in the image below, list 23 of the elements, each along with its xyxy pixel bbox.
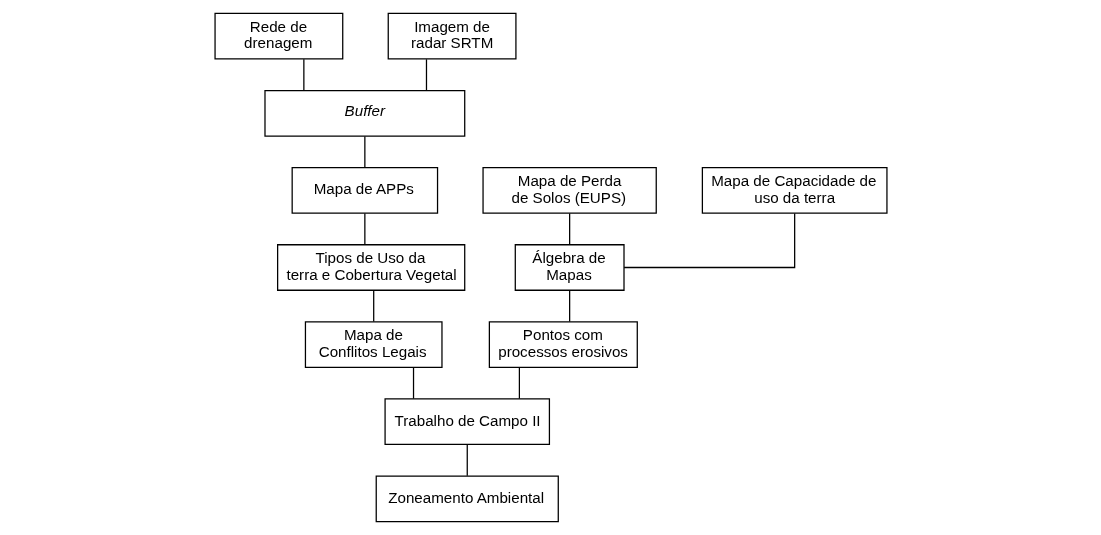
node-box: Mapa de Conflitos Legais [304, 321, 443, 368]
connector [568, 290, 570, 323]
node-box: Rede de drenagem [213, 12, 343, 60]
node-box: Buffer [263, 89, 465, 137]
node-box: Trabalho de Campo II [383, 398, 550, 446]
node-box: Mapa de Capacidade de uso da terra [701, 167, 888, 214]
node-box: Imagem de radar SRTM [387, 12, 517, 60]
connector [302, 58, 304, 91]
node-box: Mapa de Perda de Solos (EUPS) [481, 167, 657, 214]
node-box: Pontos com processos erosivos [488, 321, 638, 368]
connector [372, 290, 374, 323]
connector [412, 367, 414, 400]
connector [363, 212, 365, 245]
connector [623, 212, 795, 269]
node-box: Mapa de APPs [291, 167, 438, 214]
node-box: Tipos de Uso da terra e Cobertura Vegetal [276, 244, 465, 291]
connector [363, 135, 365, 168]
connector [466, 444, 468, 477]
connector [518, 367, 520, 400]
node-box: Zoneamento Ambiental [375, 475, 559, 523]
connector [568, 212, 570, 245]
node-box: Álgebra de Mapas [514, 244, 625, 291]
connector [425, 58, 427, 91]
